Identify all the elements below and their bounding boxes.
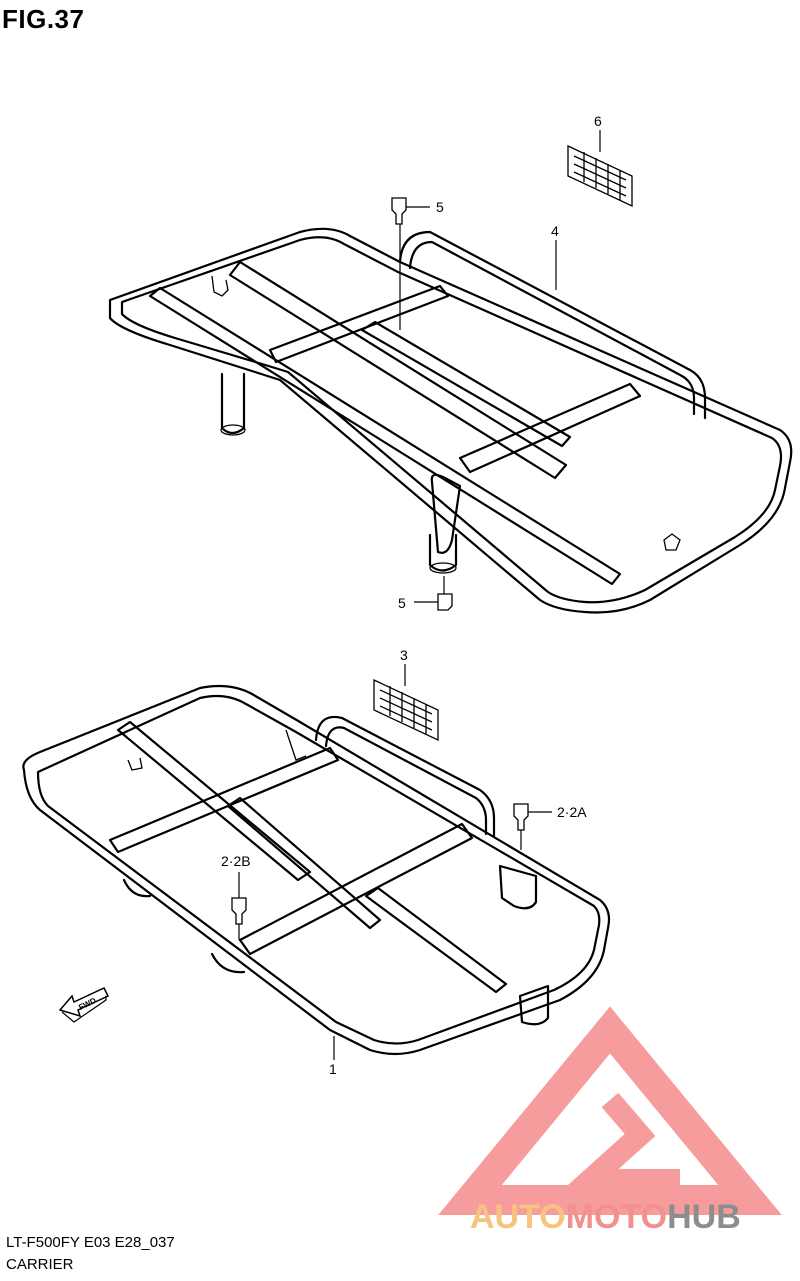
bolt-2-2b (231, 872, 247, 940)
callout-3: 3 (400, 647, 408, 663)
figure-caption: CARRIER (6, 1256, 74, 1273)
figure-title: FIG.37 (2, 4, 85, 34)
callout-6: 6 (594, 113, 602, 129)
rear-carrier (108, 227, 793, 614)
forward-arrow-icon (58, 987, 110, 1023)
reflector-pad-3 (373, 664, 439, 742)
callout-5-upper: 5 (436, 199, 444, 215)
logo-hub: HUB (667, 1198, 741, 1236)
automotohub-logo: AUTOMOTOHUB (438, 1006, 782, 1236)
callout-4: 4 (551, 223, 559, 239)
model-code: LT-F500FY E03 E28_037 (6, 1234, 175, 1251)
logo-auto: AUTO (470, 1198, 566, 1236)
callout-2-2b: 2·2B (221, 853, 251, 869)
callout-2-2a: 2·2A (557, 804, 587, 820)
bolt-5-upper (391, 197, 430, 330)
reflector-pad-6 (567, 130, 633, 208)
bolt-5-lower (414, 576, 453, 611)
logo-moto: MOTO (566, 1198, 667, 1236)
bolt-2-2a (513, 803, 552, 850)
callout-5-lower: 5 (398, 595, 406, 611)
svg-text:AUTOMOTOHUB: AUTOMOTOHUB (470, 1198, 741, 1236)
callout-1: 1 (329, 1061, 337, 1077)
front-carrier (22, 684, 611, 1056)
